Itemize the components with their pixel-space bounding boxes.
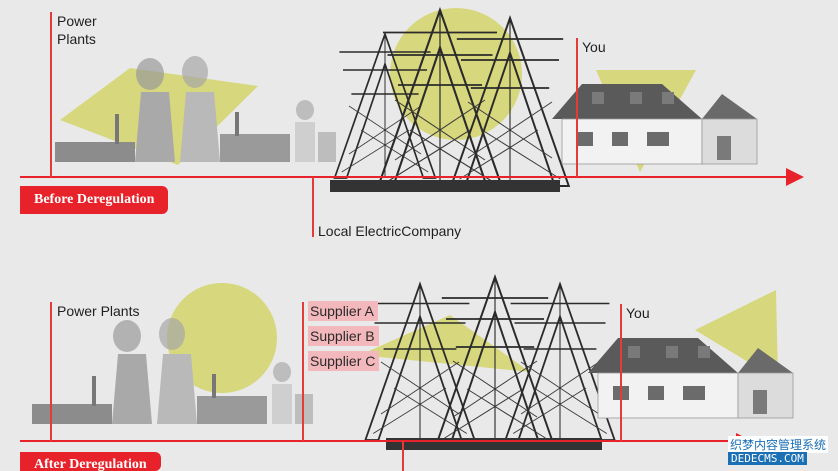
arrowhead-top	[786, 168, 804, 186]
power-plants-marker-top	[50, 12, 52, 177]
you-marker-bottom	[620, 304, 622, 441]
supplier-a-label: Supplier A	[308, 301, 378, 321]
watermark-line2: DEDECMS.COM	[728, 452, 807, 465]
suppliers-marker	[302, 302, 304, 441]
you-marker-top	[576, 38, 578, 177]
after-deregulation-badge: After Deregulation	[20, 452, 161, 471]
bottom-lower-marker	[402, 441, 404, 471]
power-plants-line1: Power	[57, 13, 97, 29]
watermark-line1: 织梦内容管理系统	[728, 436, 829, 453]
you-label-top: You	[582, 39, 606, 55]
power-plants-line2: Plants	[57, 31, 96, 47]
supplier-b-label: Supplier B	[308, 326, 379, 346]
house-image-top	[551, 83, 758, 165]
transmission-towers-top	[330, 8, 570, 192]
power-plants-label-top: Power Plants	[57, 12, 97, 48]
power-plants-marker-bottom	[50, 302, 52, 441]
local-company-marker	[312, 177, 314, 237]
before-deregulation-badge: Before Deregulation	[20, 186, 169, 214]
local-company-label: Local ElectricCompany	[318, 223, 462, 239]
power-plants-label-bottom: Power Plants	[57, 303, 140, 319]
you-label-bottom: You	[626, 305, 650, 321]
supplier-c-label: Supplier C	[308, 351, 380, 371]
